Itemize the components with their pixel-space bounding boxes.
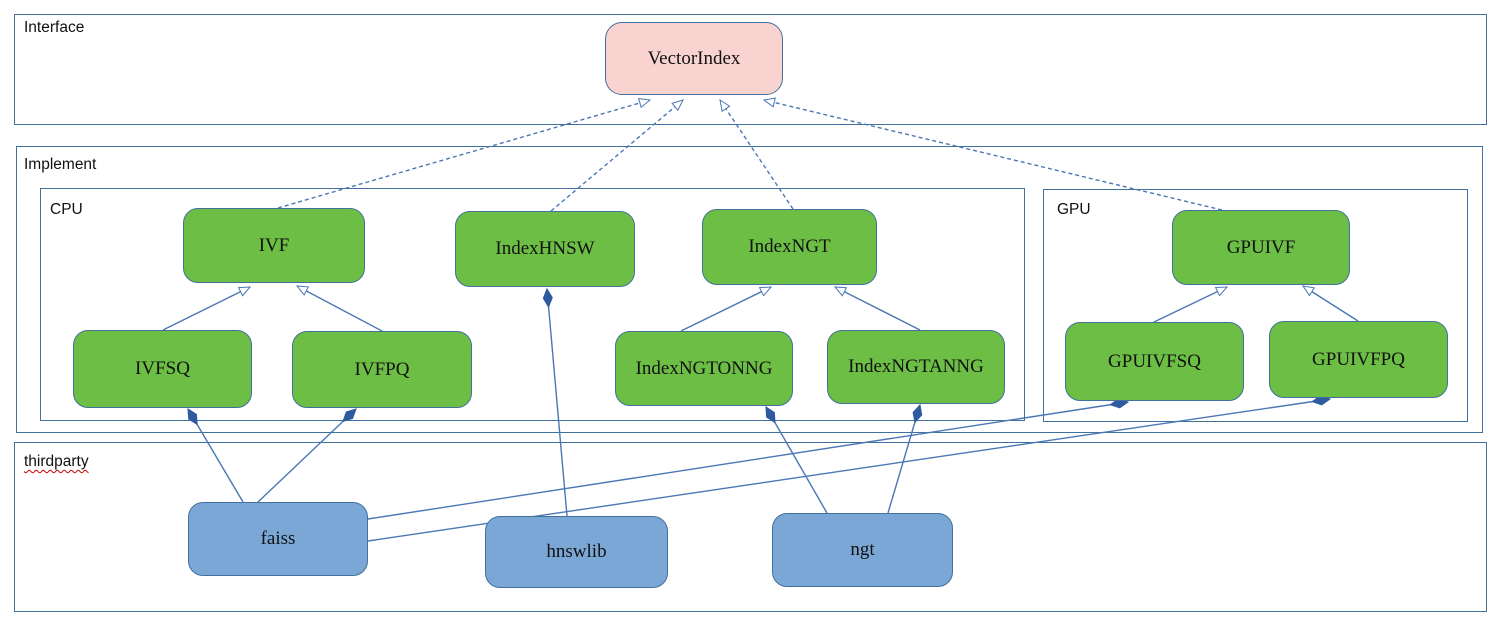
gpu-label: GPU (1057, 201, 1091, 218)
node-gpuivf-label: GPUIVF (1226, 236, 1296, 258)
node-ngt-label: ngt (850, 539, 875, 560)
node-faiss-label: faiss (260, 528, 296, 549)
node-ivf-label: IVF (258, 234, 290, 256)
node-indexngt-label: IndexNGT (748, 236, 831, 257)
node-ivf[interactable]: IVF (183, 208, 365, 283)
cpu-label: CPU (50, 201, 83, 218)
node-indexngtanng[interactable]: IndexNGTANNG (827, 330, 1005, 404)
node-ivfpq-label: IVFPQ (354, 358, 410, 380)
node-ivfpq[interactable]: IVFPQ (292, 331, 472, 408)
node-indexngtonng-label: IndexNGTONNG (635, 357, 773, 379)
node-vectorindex-label: VectorIndex (647, 47, 741, 69)
node-ivfsq-label: IVFSQ (135, 358, 190, 379)
node-indexhnsw[interactable]: IndexHNSW (455, 211, 635, 287)
node-indexngtonng[interactable]: IndexNGTONNG (615, 331, 793, 406)
node-gpuivf[interactable]: GPUIVF (1172, 210, 1350, 285)
thirdparty-label: thirdparty (24, 453, 89, 470)
node-indexhnsw-label: IndexHNSW (495, 238, 595, 259)
node-ivfsq[interactable]: IVFSQ (73, 330, 252, 408)
node-gpuivfpq[interactable]: GPUIVFPQ (1269, 321, 1448, 398)
node-hnswlib-label: hnswlib (546, 541, 607, 562)
node-indexngtanng-label: IndexNGTANNG (848, 356, 984, 377)
node-gpuivfpq-label: GPUIVFPQ (1312, 348, 1405, 370)
node-gpuivfsq[interactable]: GPUIVFSQ (1065, 322, 1244, 401)
implement-label: Implement (24, 156, 97, 173)
node-vectorindex[interactable]: VectorIndex (605, 22, 783, 95)
node-hnswlib[interactable]: hnswlib (485, 516, 668, 588)
node-faiss[interactable]: faiss (188, 502, 368, 576)
node-gpuivfsq-label: GPUIVFSQ (1108, 350, 1201, 372)
node-ngt[interactable]: ngt (772, 513, 953, 587)
node-indexngt[interactable]: IndexNGT (702, 209, 877, 285)
interface-label: Interface (24, 19, 85, 36)
